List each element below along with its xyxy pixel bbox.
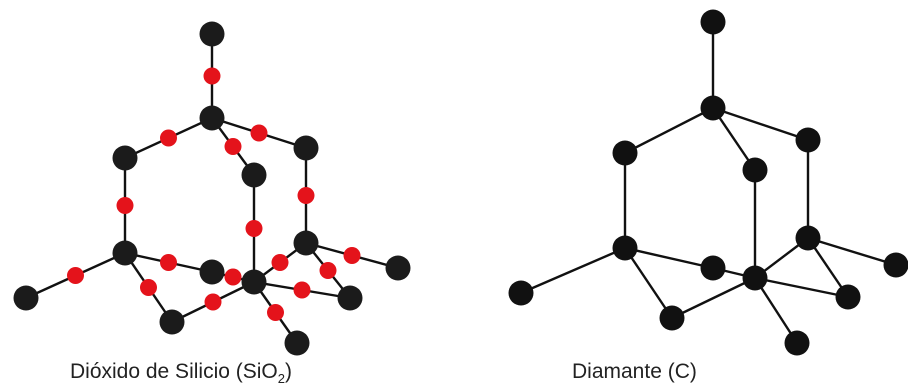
silicon-atom: [385, 255, 411, 281]
silicon-atom: [112, 145, 138, 171]
oxygen-atom: [267, 304, 284, 321]
oxygen-atom: [116, 197, 134, 214]
carbon-atom: [784, 330, 810, 356]
diamond-bond: [712, 106, 809, 142]
oxygen-atom: [160, 129, 177, 147]
silicon-atom: [293, 230, 319, 256]
silicon-atom: [241, 162, 267, 188]
sio2-caption: Dióxido de Silicio (SiO2): [70, 360, 292, 386]
diamond-bond: [754, 276, 849, 299]
oxygen-atom: [140, 279, 157, 296]
carbon-atom: [508, 280, 534, 306]
oxygen-atom: [319, 262, 337, 279]
diamond-bond: [807, 236, 897, 267]
carbon-atom: [795, 225, 821, 251]
carbon-atom: [742, 265, 768, 291]
silicon-atom: [199, 259, 225, 285]
carbon-atom: [742, 157, 768, 183]
diamond-bond: [624, 247, 673, 319]
silicon-atom: [13, 285, 39, 311]
carbon-atom: [700, 9, 726, 35]
diamond-structure: [508, 9, 908, 356]
diamond-bond: [671, 276, 756, 320]
carbon-atom: [795, 127, 821, 153]
carbon-atom: [883, 252, 908, 278]
silicon-atom: [337, 285, 363, 311]
oxygen-atom: [67, 267, 84, 284]
diamond-bond: [753, 277, 799, 344]
diamond-bond: [520, 246, 626, 295]
sio2-caption-subscript: 2: [277, 371, 285, 386]
carbon-atom: [612, 235, 638, 261]
oxygen-atom: [297, 187, 315, 204]
silicon-atom: [199, 105, 225, 131]
silicon-atom: [159, 309, 185, 335]
diamond-bond: [624, 246, 714, 270]
carbon-atom: [700, 95, 726, 121]
carbon-atom: [612, 140, 638, 166]
diamond-bond: [624, 106, 714, 155]
oxygen-atom: [293, 281, 311, 299]
oxygen-atom: [204, 293, 222, 311]
oxygen-atom: [224, 138, 242, 155]
oxygen-atom: [250, 124, 268, 142]
carbon-atom: [659, 305, 685, 331]
oxygen-atom: [271, 254, 289, 271]
oxygen-atom: [245, 220, 263, 237]
silicon-atom: [284, 330, 310, 356]
oxygen-atom: [160, 254, 177, 271]
oxygen-atom: [343, 247, 361, 264]
carbon-atom: [835, 284, 861, 310]
carbon-atom: [700, 255, 726, 281]
silicon-atom: [293, 135, 319, 161]
sio2-structure: [13, 21, 411, 356]
oxygen-atom: [224, 268, 242, 286]
silicon-atom: [241, 269, 267, 295]
diamond-caption: Diamante (C): [572, 360, 697, 383]
oxygen-atom: [203, 67, 221, 85]
silicon-atom: [199, 21, 225, 47]
silicon-atom: [112, 240, 138, 266]
